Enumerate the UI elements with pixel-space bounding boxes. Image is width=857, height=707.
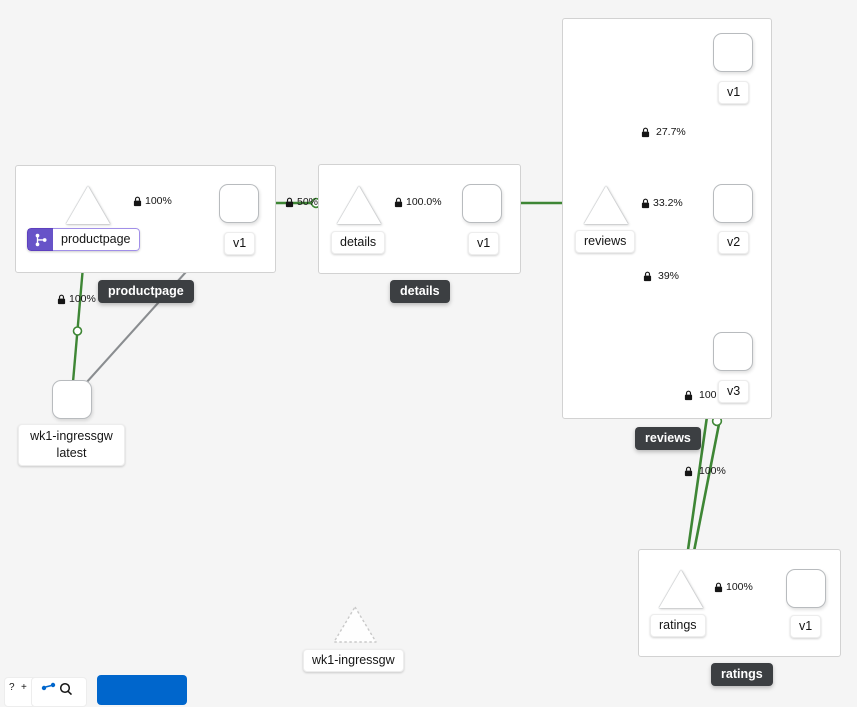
group-chip-ratings[interactable]: ratings bbox=[711, 663, 773, 686]
node-service-ingressgw-idle[interactable] bbox=[331, 604, 379, 646]
virtual-service-icon bbox=[27, 228, 53, 251]
node-label-ingressgw-service: wk1-ingressgw bbox=[303, 649, 404, 672]
node-service-ratings[interactable] bbox=[659, 570, 703, 608]
edge-percent-productpage-v1-to-details: 50% bbox=[297, 196, 319, 208]
node-label-productpage-with-badge[interactable]: productpage bbox=[27, 228, 140, 251]
node-label-reviews: reviews bbox=[575, 230, 636, 253]
mtls-lock-icon bbox=[641, 127, 650, 137]
mtls-lock-icon bbox=[684, 390, 693, 400]
mtls-lock-icon bbox=[57, 294, 66, 304]
edge-label-reviews-v3-to-ratings[interactable]: 100 bbox=[684, 389, 717, 401]
toolbar-button-left[interactable]: ? + bbox=[4, 677, 52, 707]
node-workload-details-v1[interactable] bbox=[462, 184, 502, 223]
node-workload-reviews-v3[interactable] bbox=[713, 332, 753, 371]
node-label-ingressgw-line2: latest bbox=[56, 446, 87, 460]
node-service-productpage[interactable] bbox=[66, 186, 110, 224]
node-workload-productpage-v1[interactable] bbox=[219, 184, 259, 223]
edge-percent-reviews-v3-to-ratings: 100 bbox=[699, 389, 717, 401]
edge-percent-reviews-to-v3: 39% bbox=[658, 270, 680, 282]
mtls-lock-icon bbox=[684, 466, 693, 476]
group-chip-details[interactable]: details bbox=[390, 280, 450, 303]
edge-percent-details-to-v1: 100.0% bbox=[406, 196, 442, 208]
node-label-ratings: ratings bbox=[650, 614, 706, 637]
node-workload-reviews-v2[interactable] bbox=[713, 184, 753, 223]
node-service-details[interactable] bbox=[337, 186, 381, 224]
node-label-reviews-v1: v1 bbox=[718, 81, 750, 104]
node-service-reviews[interactable] bbox=[584, 186, 628, 224]
edge-percent-reviews-to-v1: 27.7% bbox=[656, 126, 686, 138]
svg-text:+: + bbox=[21, 682, 27, 693]
toolbar-button-graph-find[interactable] bbox=[31, 677, 87, 707]
edge-label-ingressgw-to-productpage[interactable]: 100% bbox=[57, 293, 96, 305]
node-label-reviews-v2: v2 bbox=[718, 231, 750, 254]
edge-percent-ratings-to-v1: 100% bbox=[726, 581, 753, 593]
mtls-lock-icon bbox=[133, 196, 142, 206]
edge-label-productpage-v1-to-details[interactable]: 50% bbox=[285, 196, 318, 208]
svg-text:?: ? bbox=[9, 682, 15, 693]
mtls-lock-icon bbox=[641, 198, 650, 208]
edge-label-reviews-to-v1[interactable]: 27.7% bbox=[641, 126, 686, 138]
node-label-ratings-v1: v1 bbox=[790, 615, 822, 638]
node-workload-reviews-v1[interactable] bbox=[713, 33, 753, 72]
mtls-lock-icon bbox=[285, 197, 294, 207]
group-chip-productpage[interactable]: productpage bbox=[98, 280, 194, 303]
edge-percent-ingressgw-to-productpage: 100% bbox=[69, 293, 96, 305]
edge-percent-reviews-v2-to-ratings: 100% bbox=[699, 465, 726, 477]
edge-label-reviews-to-v2[interactable]: 33.2% bbox=[641, 197, 683, 209]
node-label-ingressgw: wk1-ingressgw latest bbox=[18, 424, 125, 466]
edge-percent-reviews-to-v2: 33.2% bbox=[653, 197, 683, 209]
node-label-productpage-v1: v1 bbox=[224, 232, 256, 255]
node-workload-ingressgw[interactable] bbox=[52, 380, 92, 419]
mtls-lock-icon bbox=[714, 582, 723, 592]
node-label-details-v1: v1 bbox=[468, 232, 500, 255]
node-label-productpage: productpage bbox=[53, 228, 140, 251]
node-label-reviews-v3: v3 bbox=[718, 380, 750, 403]
edge-label-reviews-to-v3[interactable]: 39% bbox=[643, 270, 679, 282]
edge-label-ratings-to-v1[interactable]: 100% bbox=[714, 581, 753, 593]
mtls-lock-icon bbox=[643, 271, 652, 281]
edge-label-reviews-v2-to-ratings[interactable]: 100% bbox=[684, 465, 726, 477]
group-chip-reviews[interactable]: reviews bbox=[635, 427, 701, 450]
toolbar-primary-button[interactable] bbox=[97, 675, 187, 705]
node-workload-ratings-v1[interactable] bbox=[786, 569, 826, 608]
mtls-lock-icon bbox=[394, 197, 403, 207]
node-label-details: details bbox=[331, 231, 386, 254]
node-label-ingressgw-line1: wk1-ingressgw bbox=[30, 429, 113, 443]
edge-label-details-to-v1[interactable]: 100.0% bbox=[394, 196, 442, 208]
edge-label-productpage-to-v1[interactable]: 100% bbox=[133, 195, 172, 207]
edge-percent-productpage-to-v1: 100% bbox=[145, 195, 172, 207]
